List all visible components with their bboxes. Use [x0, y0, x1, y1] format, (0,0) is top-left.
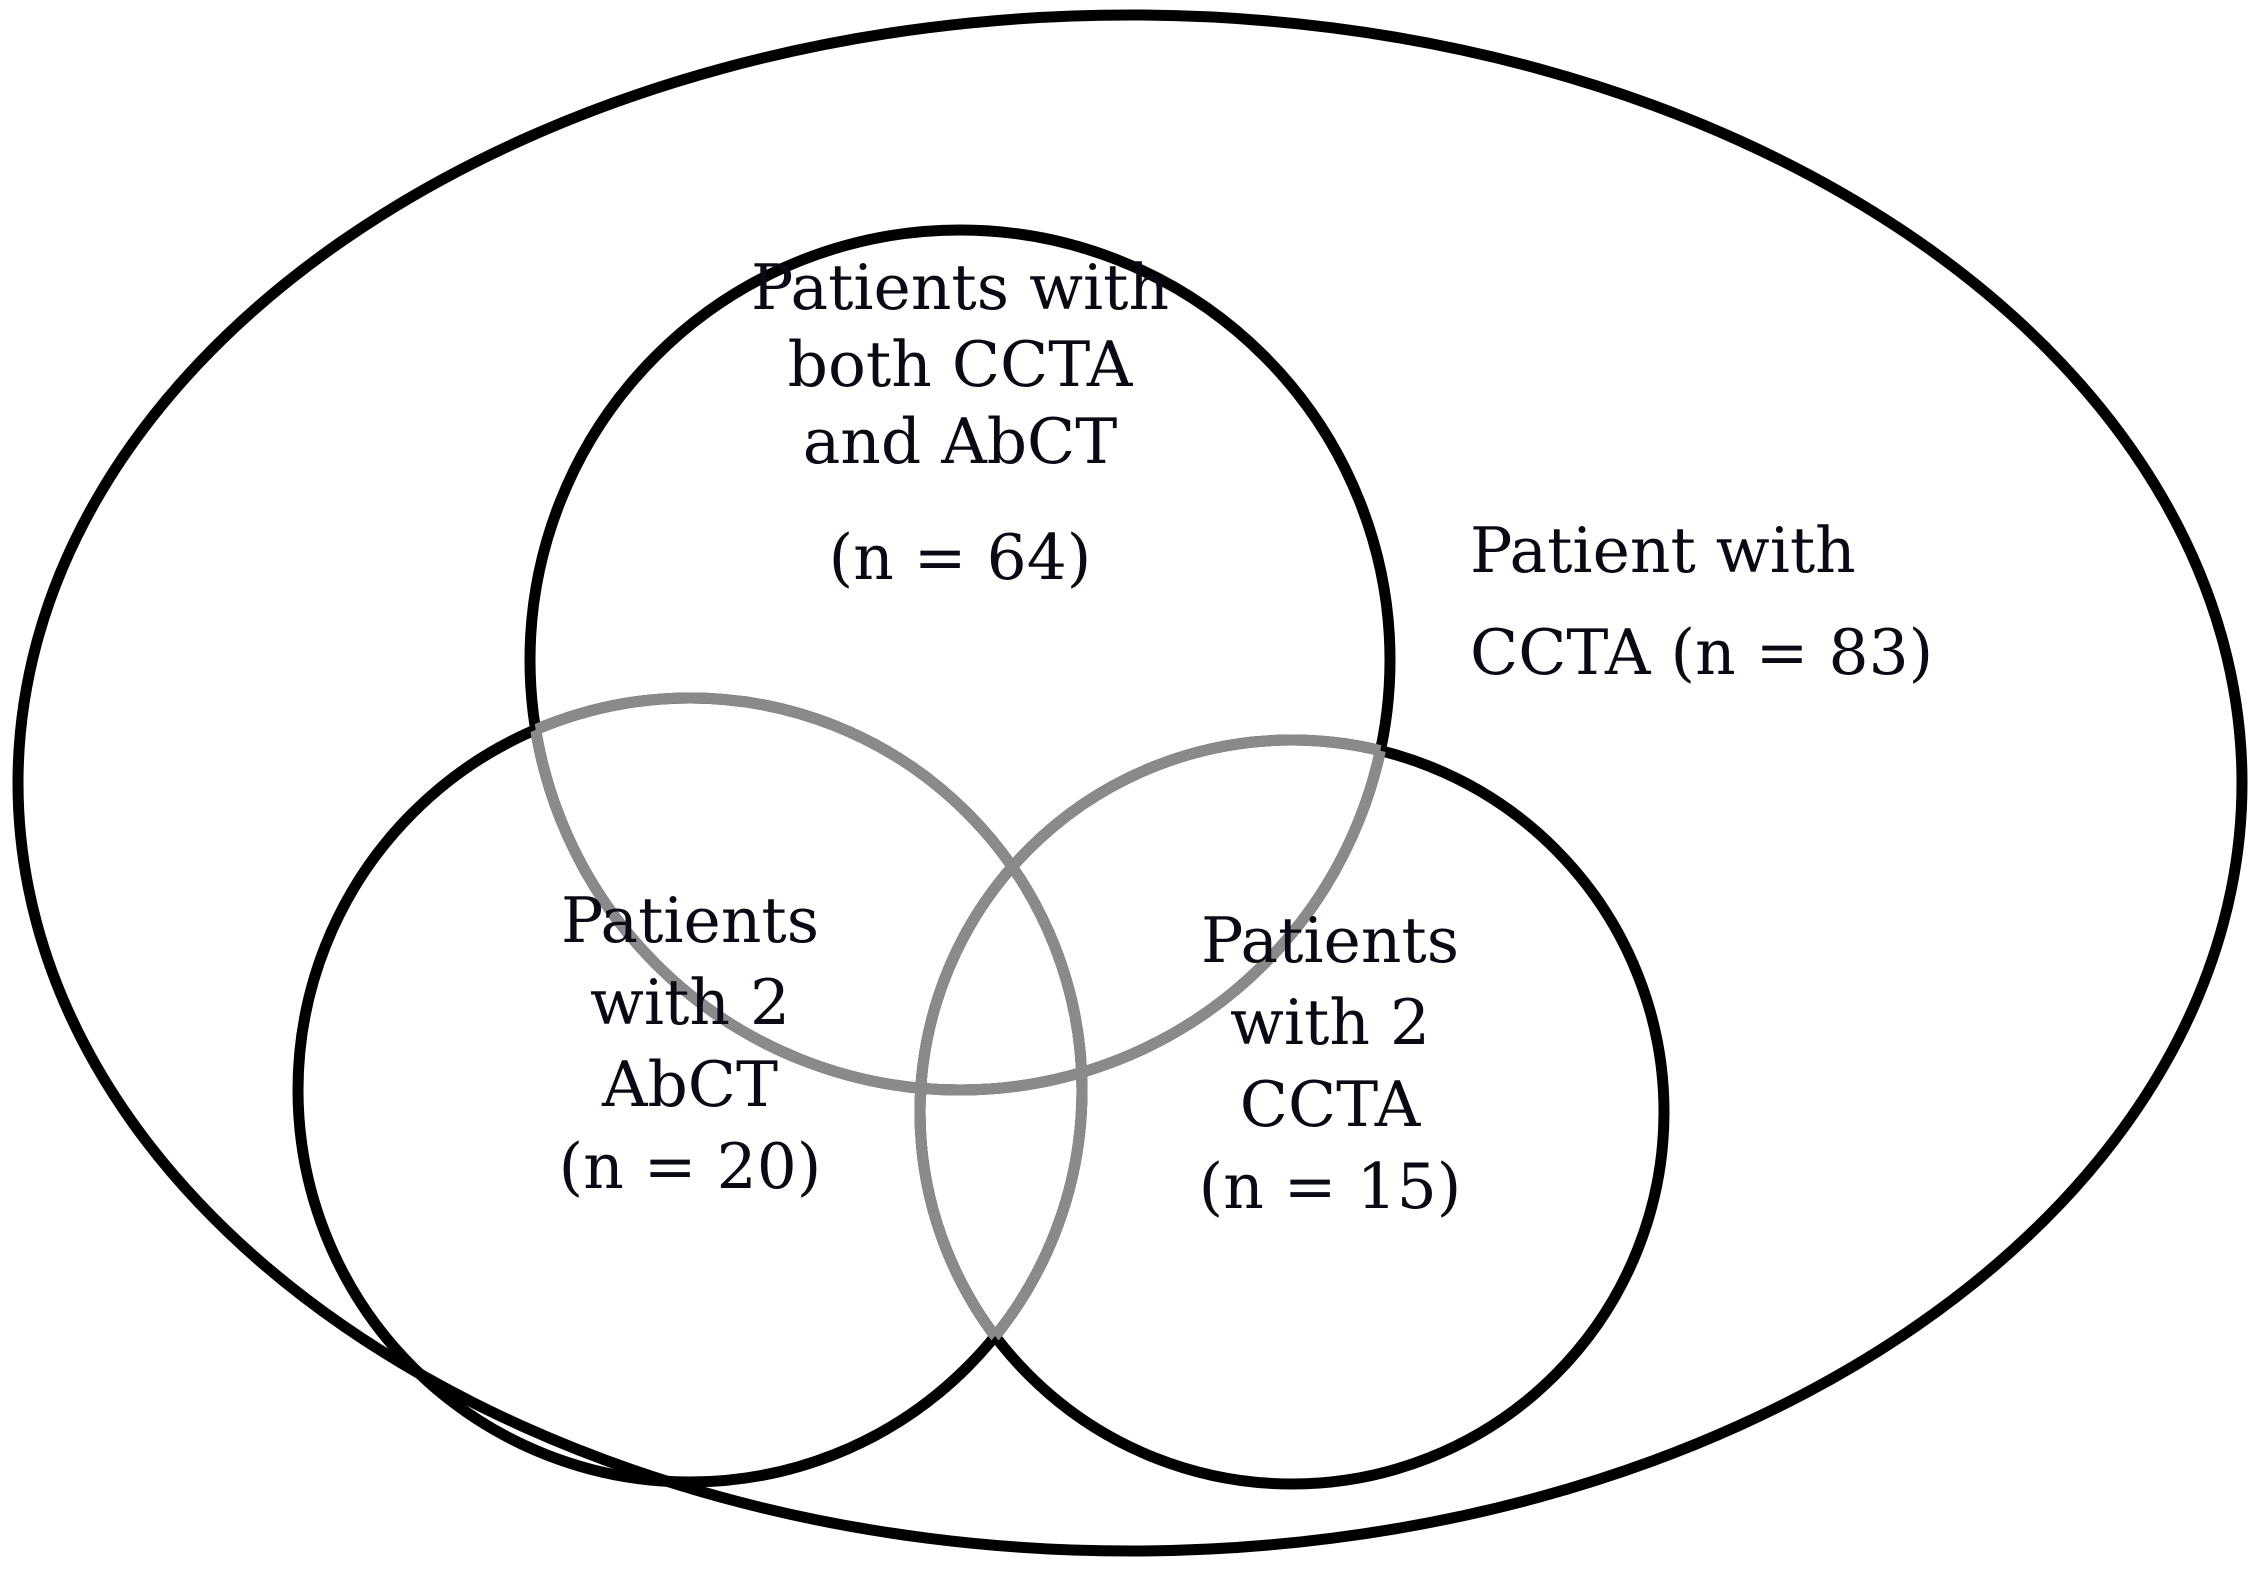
- label-both-count: (n = 64): [828, 520, 1092, 594]
- label-both-line-1: Patients with: [750, 251, 1170, 324]
- arc-abct-inside-ccta: [920, 740, 1088, 1484]
- arc-ccta-inside-both: [914, 734, 1390, 1090]
- label-abct-count: (n = 20): [558, 1129, 822, 1203]
- label-ccta-line-3: CCTA: [1239, 1067, 1421, 1141]
- label-universe-line-2: CCTA (n = 83): [1470, 616, 1934, 690]
- label-abct-line-3: AbCT: [601, 1047, 779, 1121]
- outer-ellipse-universe: [12, 9, 2248, 1557]
- label-both-line-2: both CCTA: [787, 327, 1133, 401]
- label-both-line-3: and AbCT: [802, 404, 1118, 478]
- arc-both-inside-ccta: [920, 740, 1396, 1096]
- label-patients-with-2-ccta: Patients with 2 CCTA (n = 15): [1000, 900, 1660, 1228]
- label-patients-with-2-abct: Patients with 2 AbCT (n = 20): [360, 880, 1020, 1208]
- label-abct-line-2: with 2: [589, 965, 791, 1039]
- label-both-ccta-and-abct: Patients with both CCTA and AbCT (n = 64…: [560, 250, 1360, 596]
- label-universe-line-1: Patient with: [1470, 514, 1856, 587]
- label-ccta-count: (n = 15): [1198, 1149, 1462, 1223]
- label-ccta-line-1: Patients: [1200, 904, 1460, 977]
- label-abct-line-1: Patients: [560, 884, 820, 957]
- arc-abct-inside-both: [530, 692, 1088, 1090]
- label-patient-with-ccta: Patient with CCTA (n = 83): [1470, 500, 2190, 704]
- label-ccta-line-2: with 2: [1229, 985, 1431, 1059]
- arc-ccta-inside-abct: [914, 734, 1082, 1482]
